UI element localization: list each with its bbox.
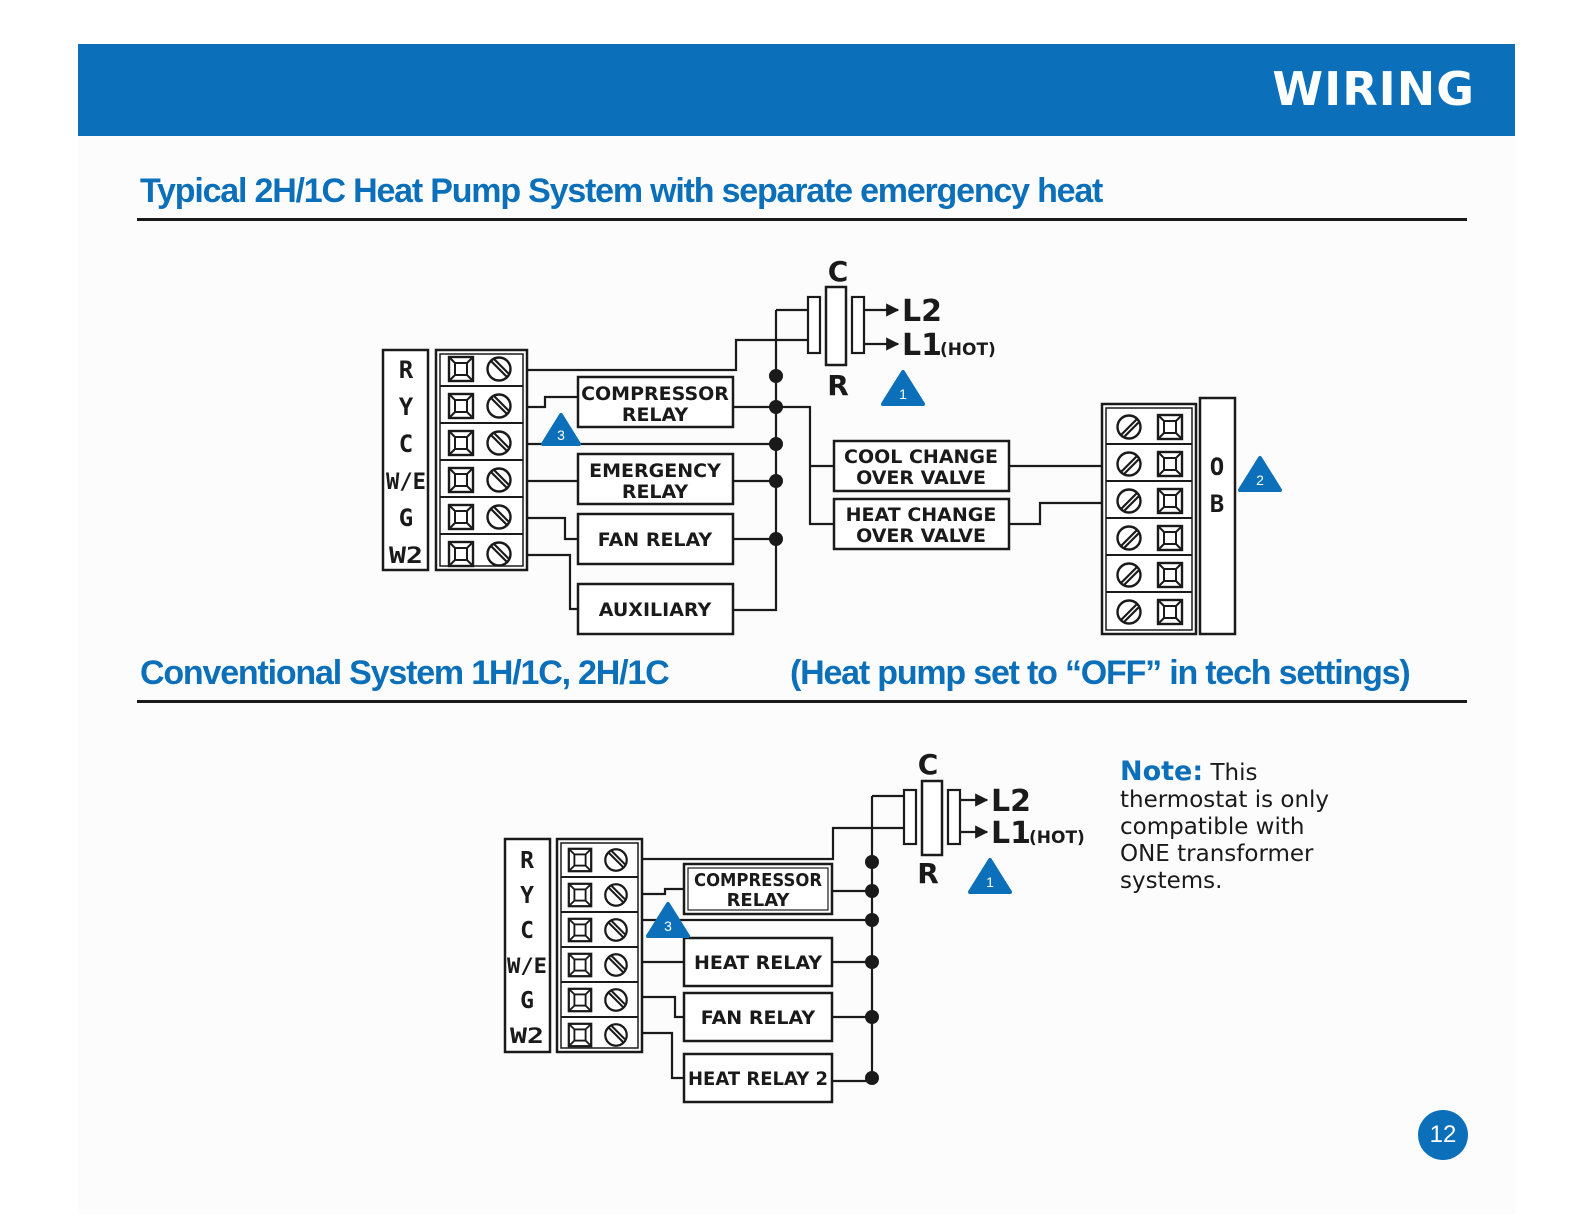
- d1-terminal-g: G: [399, 504, 413, 532]
- d1-marker-1-label: 1: [899, 386, 907, 402]
- d2-terminal-we: W/E: [507, 954, 547, 978]
- d1-fan-relay: FAN RELAY: [576, 512, 735, 566]
- section2-title: Conventional System 1H/1C, 2H/1C: [140, 654, 670, 692]
- header-band: WIRING: [78, 44, 1515, 136]
- d2-l2-label: L2: [991, 784, 1031, 819]
- d2-heat-relay-2-label: HEAT RELAY 2: [688, 1068, 828, 1090]
- d1-auxiliary: AUXILIARY: [576, 582, 735, 636]
- page-title: WIRING: [1272, 62, 1475, 116]
- d1-heat-changeover-valve: HEAT CHANGE OVER VALVE: [832, 497, 1011, 551]
- d1-cool-valve-line2: OVER VALVE: [856, 467, 986, 489]
- d2-marker-1-label: 1: [986, 874, 994, 890]
- d1-emergency-relay-line1: EMERGENCY: [589, 460, 721, 482]
- d1-cool-valve-line1: COOL CHANGE: [844, 446, 998, 468]
- d2-heat-relay: HEAT RELAY: [682, 936, 834, 988]
- d2-compressor-relay-line2: RELAY: [727, 890, 791, 911]
- d1-junction-dots: [769, 369, 783, 546]
- note-label: Note:: [1120, 756, 1204, 787]
- d2-fan-relay-label: FAN RELAY: [701, 1007, 816, 1029]
- d2-heat-relay-2: HEAT RELAY 2: [682, 1052, 834, 1104]
- d2-marker-3-label: 3: [664, 918, 672, 934]
- d1-terminal-o: O: [1210, 453, 1224, 481]
- d1-ob-terminal-block: [1100, 396, 1237, 636]
- d1-marker-3-label: 3: [557, 427, 565, 443]
- diagram1-thermostat-terminal-block: [381, 348, 529, 572]
- d1-terminal-b: B: [1210, 490, 1224, 518]
- note: Note: This thermostat is only compatible…: [1120, 758, 1360, 895]
- d1-emergency-relay-line2: RELAY: [622, 481, 689, 503]
- section1-title: Typical 2H/1C Heat Pump System with sepa…: [140, 172, 1103, 210]
- d1-l1-label: L1: [902, 328, 942, 363]
- d1-marker-1: 1: [881, 370, 925, 406]
- d1-terminal-r: R: [399, 356, 414, 384]
- d2-fan-relay: FAN RELAY: [682, 991, 834, 1043]
- d1-fan-relay-label: FAN RELAY: [598, 529, 713, 551]
- d2-compressor-relay-line1: COMPRESSOR: [694, 870, 822, 891]
- d1-hot-label: (HOT): [940, 340, 996, 360]
- d1-compressor-relay-line2: RELAY: [622, 404, 689, 426]
- d1-emergency-relay: EMERGENCY RELAY: [576, 452, 735, 506]
- d1-heat-valve-line2: OVER VALVE: [856, 525, 986, 547]
- d1-terminal-we: W/E: [386, 470, 426, 495]
- d1-terminal-w2: W2: [389, 544, 423, 569]
- d2-terminal-y: Y: [520, 883, 534, 909]
- d2-compressor-relay: COMPRESSOR RELAY: [682, 862, 834, 916]
- section2-subtitle: (Heat pump set to “OFF” in tech settings…: [790, 654, 1411, 692]
- note-text: This thermostat is only compatible with …: [1120, 760, 1330, 894]
- d2-heat-relay-label: HEAT RELAY: [694, 952, 822, 974]
- d2-transformer-c-label: C: [918, 748, 939, 781]
- d1-compressor-relay: COMPRESSOR RELAY: [576, 375, 735, 429]
- diagram2-thermostat-terminal-block: [503, 837, 644, 1054]
- d2-transformer: [902, 779, 989, 857]
- d2-transformer-r-label: R: [917, 857, 939, 890]
- d1-compressor-relay-line1: COMPRESSOR: [581, 383, 729, 405]
- d1-l2-label: L2: [902, 294, 942, 329]
- d1-terminal-y: Y: [399, 393, 414, 421]
- d1-heat-valve-line1: HEAT CHANGE: [846, 504, 997, 526]
- d2-marker-3: 3: [646, 902, 690, 938]
- d2-l1-label: L1: [991, 816, 1031, 851]
- d1-terminal-c: C: [399, 430, 413, 458]
- d1-transformer-r-label: R: [827, 369, 849, 402]
- d2-terminal-w2: W2: [510, 1024, 544, 1048]
- d2-terminal-g: G: [520, 988, 534, 1014]
- d1-marker-2-label: 2: [1256, 472, 1264, 488]
- d2-junction-dots: [865, 855, 879, 1085]
- d2-marker-1: 1: [968, 858, 1012, 894]
- d2-hot-label: (HOT): [1029, 828, 1085, 848]
- d2-terminal-c: C: [520, 918, 534, 944]
- section1-rule: [137, 218, 1467, 221]
- section2-rule: [137, 700, 1467, 703]
- d2-terminal-r: R: [520, 848, 534, 874]
- d1-transformer-c-label: C: [828, 255, 849, 288]
- d1-cool-changeover-valve: COOL CHANGE OVER VALVE: [832, 439, 1011, 493]
- d1-marker-2: 2: [1238, 456, 1282, 492]
- page-number: 12: [1418, 1110, 1468, 1160]
- d1-marker-3: 3: [541, 413, 581, 446]
- d1-auxiliary-label: AUXILIARY: [599, 599, 712, 621]
- d1-transformer: [806, 285, 900, 367]
